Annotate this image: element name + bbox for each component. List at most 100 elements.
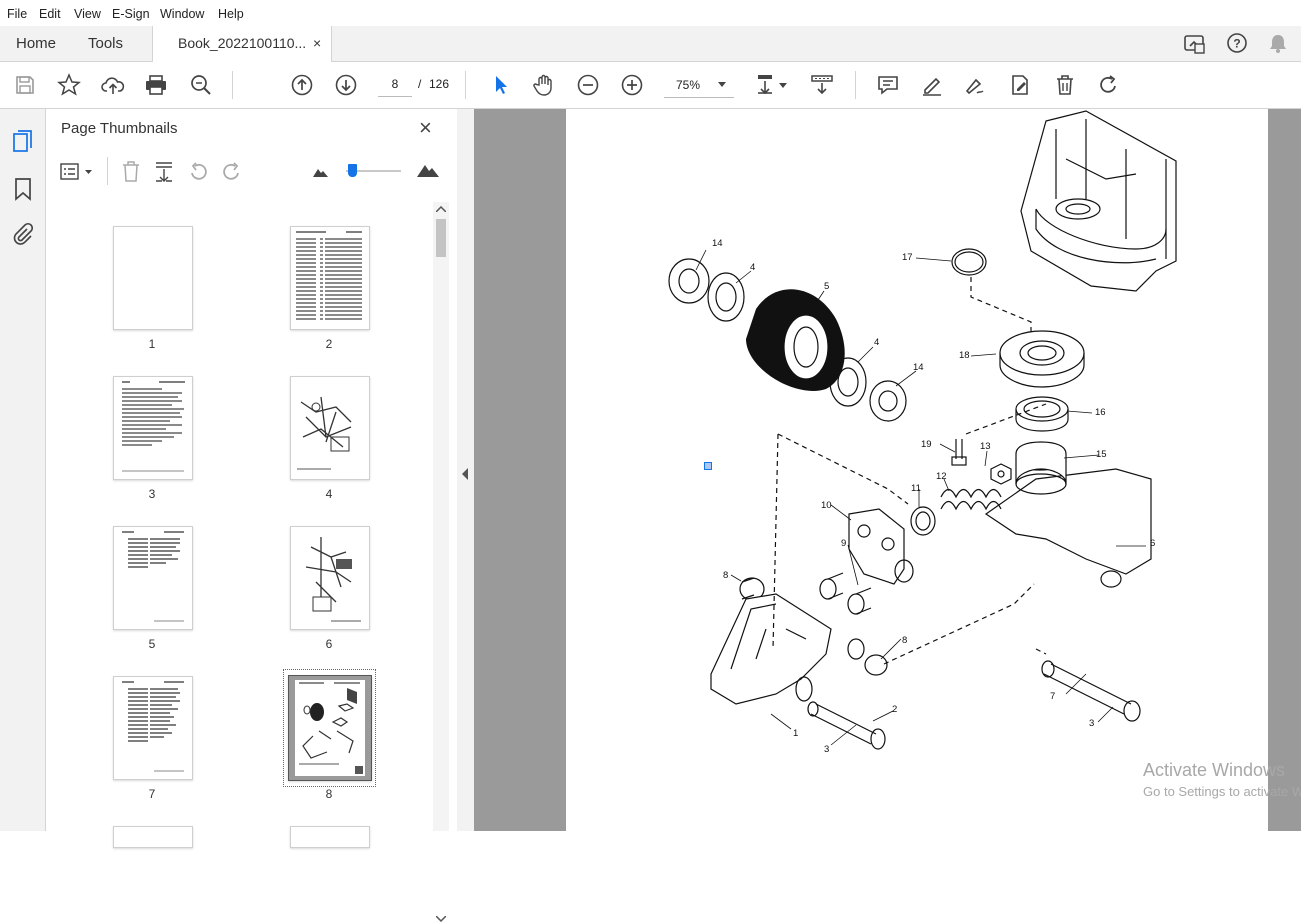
comment-icon[interactable]	[876, 73, 900, 97]
bookmark-star-icon[interactable]	[57, 73, 81, 97]
thumbnail-label: 5	[148, 637, 156, 651]
thumbnail-page-1[interactable]	[113, 226, 193, 330]
tab-document[interactable]: Book_2022100110... ×	[152, 26, 332, 62]
total-pages: 126	[429, 77, 450, 91]
panel-scrollbar[interactable]	[433, 202, 449, 922]
svg-text:5: 5	[824, 281, 829, 292]
exploded-parts-diagram: 14 4 5 4 14 17 18 16 19 13 15 11 12 10 9…	[668, 110, 1177, 755]
notification-bell-icon[interactable]	[1267, 32, 1289, 54]
panel-title: Page Thumbnails	[61, 120, 178, 137]
zoom-dropdown[interactable]: 75%	[664, 72, 734, 98]
rotate-clockwise-icon[interactable]	[221, 160, 243, 184]
svg-text:7: 7	[1050, 691, 1055, 702]
panel-close-icon[interactable]: ×	[419, 115, 432, 140]
thumbnail-page-3[interactable]	[113, 376, 193, 480]
scroll-down-icon[interactable]	[436, 916, 446, 922]
cloud-upload-icon[interactable]	[101, 73, 125, 97]
tab-close-icon[interactable]: ×	[313, 35, 322, 51]
page-table-preview	[122, 531, 184, 622]
svg-text:3: 3	[1089, 718, 1094, 729]
page-text-preview	[296, 231, 362, 320]
menu-window[interactable]: Window	[160, 7, 205, 21]
thumbnail-size-slider-handle[interactable]	[348, 164, 357, 177]
list-options-icon	[60, 163, 92, 180]
svg-text:3: 3	[824, 744, 829, 755]
share-screen-icon[interactable]	[1183, 33, 1207, 55]
svg-text:8: 8	[723, 570, 728, 581]
thumbnail-size-slider-track[interactable]	[346, 170, 401, 172]
menu-esign[interactable]: E-Sign	[112, 7, 150, 21]
save-icon[interactable]	[13, 73, 37, 97]
thumbnail-page-4[interactable]	[290, 376, 370, 480]
print-icon[interactable]	[144, 73, 168, 97]
select-cursor-icon[interactable]	[489, 73, 513, 97]
tab-tools[interactable]: Tools	[88, 35, 124, 52]
zoom-out-icon[interactable]	[576, 73, 600, 97]
sign-pen-icon[interactable]	[963, 73, 987, 97]
previous-page-icon[interactable]	[290, 73, 314, 97]
thumbnail-label: 7	[148, 787, 156, 801]
page-number-input[interactable]: 8	[378, 72, 412, 97]
selection-marker[interactable]	[704, 462, 712, 470]
thumbnail-label: 1	[148, 337, 156, 351]
toolbar-separator	[855, 71, 856, 99]
svg-text:4: 4	[750, 262, 755, 273]
delete-trash-icon[interactable]	[1053, 73, 1077, 97]
panel-collapse-handle[interactable]	[457, 109, 475, 831]
menu-view[interactable]: View	[74, 7, 101, 21]
thumbnail-label: 3	[148, 487, 156, 501]
delete-page-icon[interactable]	[120, 160, 142, 184]
svg-text:10: 10	[821, 500, 832, 511]
svg-text:12: 12	[936, 471, 947, 482]
menu-bar: File Edit View E-Sign Window Help	[0, 0, 1301, 26]
bookmark-icon[interactable]	[13, 177, 33, 201]
thumbnail-label: 6	[325, 637, 333, 651]
rotate-counterclockwise-icon[interactable]	[187, 160, 209, 184]
svg-text:14: 14	[913, 362, 924, 373]
thumbnail-label: 8	[325, 787, 333, 801]
thumbnail-page-5[interactable]	[113, 526, 193, 630]
svg-text:2: 2	[892, 704, 897, 715]
page-text-preview	[122, 381, 185, 472]
thumbnail-page-2[interactable]	[290, 226, 370, 330]
zoom-in-icon[interactable]	[620, 73, 644, 97]
small-mountain-icon[interactable]	[312, 166, 330, 178]
help-icon[interactable]: ?	[1226, 32, 1248, 54]
thumbnail-options-dropdown[interactable]	[59, 161, 97, 183]
thumbnail-page-9-partial[interactable]	[113, 826, 193, 848]
menu-file[interactable]: File	[7, 7, 28, 21]
insert-page-icon[interactable]	[153, 160, 175, 184]
hand-tool-icon[interactable]	[532, 73, 556, 97]
page-thumbnails-icon[interactable]	[11, 129, 35, 155]
rotate-icon[interactable]	[1096, 73, 1120, 97]
next-page-icon[interactable]	[334, 73, 358, 97]
scroll-mode-icon[interactable]	[810, 73, 834, 97]
highlight-pen-icon[interactable]	[920, 73, 944, 97]
thumbnail-page-10-partial[interactable]	[290, 826, 370, 848]
thumbnail-page-8-selected[interactable]	[288, 675, 372, 781]
tab-home[interactable]: Home	[16, 35, 57, 52]
edit-stamp-icon[interactable]	[1008, 73, 1032, 97]
thumbnail-page-6[interactable]	[290, 526, 370, 630]
svg-text:18: 18	[959, 350, 970, 361]
page-table-preview	[122, 681, 184, 772]
svg-text:6: 6	[1150, 538, 1155, 549]
page-diagram-preview	[305, 537, 361, 622]
menu-edit[interactable]: Edit	[39, 7, 61, 21]
svg-text:15: 15	[1096, 449, 1107, 460]
large-mountain-icon[interactable]	[416, 162, 440, 178]
zoom-search-icon[interactable]	[189, 73, 213, 97]
svg-text:8: 8	[902, 635, 907, 646]
page-fit-icon[interactable]	[755, 73, 789, 97]
svg-text:1: 1	[793, 728, 798, 739]
panel-separator	[107, 157, 108, 185]
page-diagram-preview	[295, 680, 365, 776]
menu-help[interactable]: Help	[218, 7, 244, 21]
svg-text:13: 13	[980, 441, 991, 452]
attachment-paperclip-icon[interactable]	[11, 222, 33, 246]
tab-document-label: Book_2022100110...	[178, 35, 307, 51]
diagram-callout-labels: 14 4 5 4 14 17 18 16 19 13 15 11 12 10 9…	[712, 238, 1155, 755]
thumbnail-page-7[interactable]	[113, 676, 193, 780]
scroll-up-icon[interactable]	[436, 206, 446, 212]
panel-scrollbar-thumb[interactable]	[436, 219, 446, 257]
